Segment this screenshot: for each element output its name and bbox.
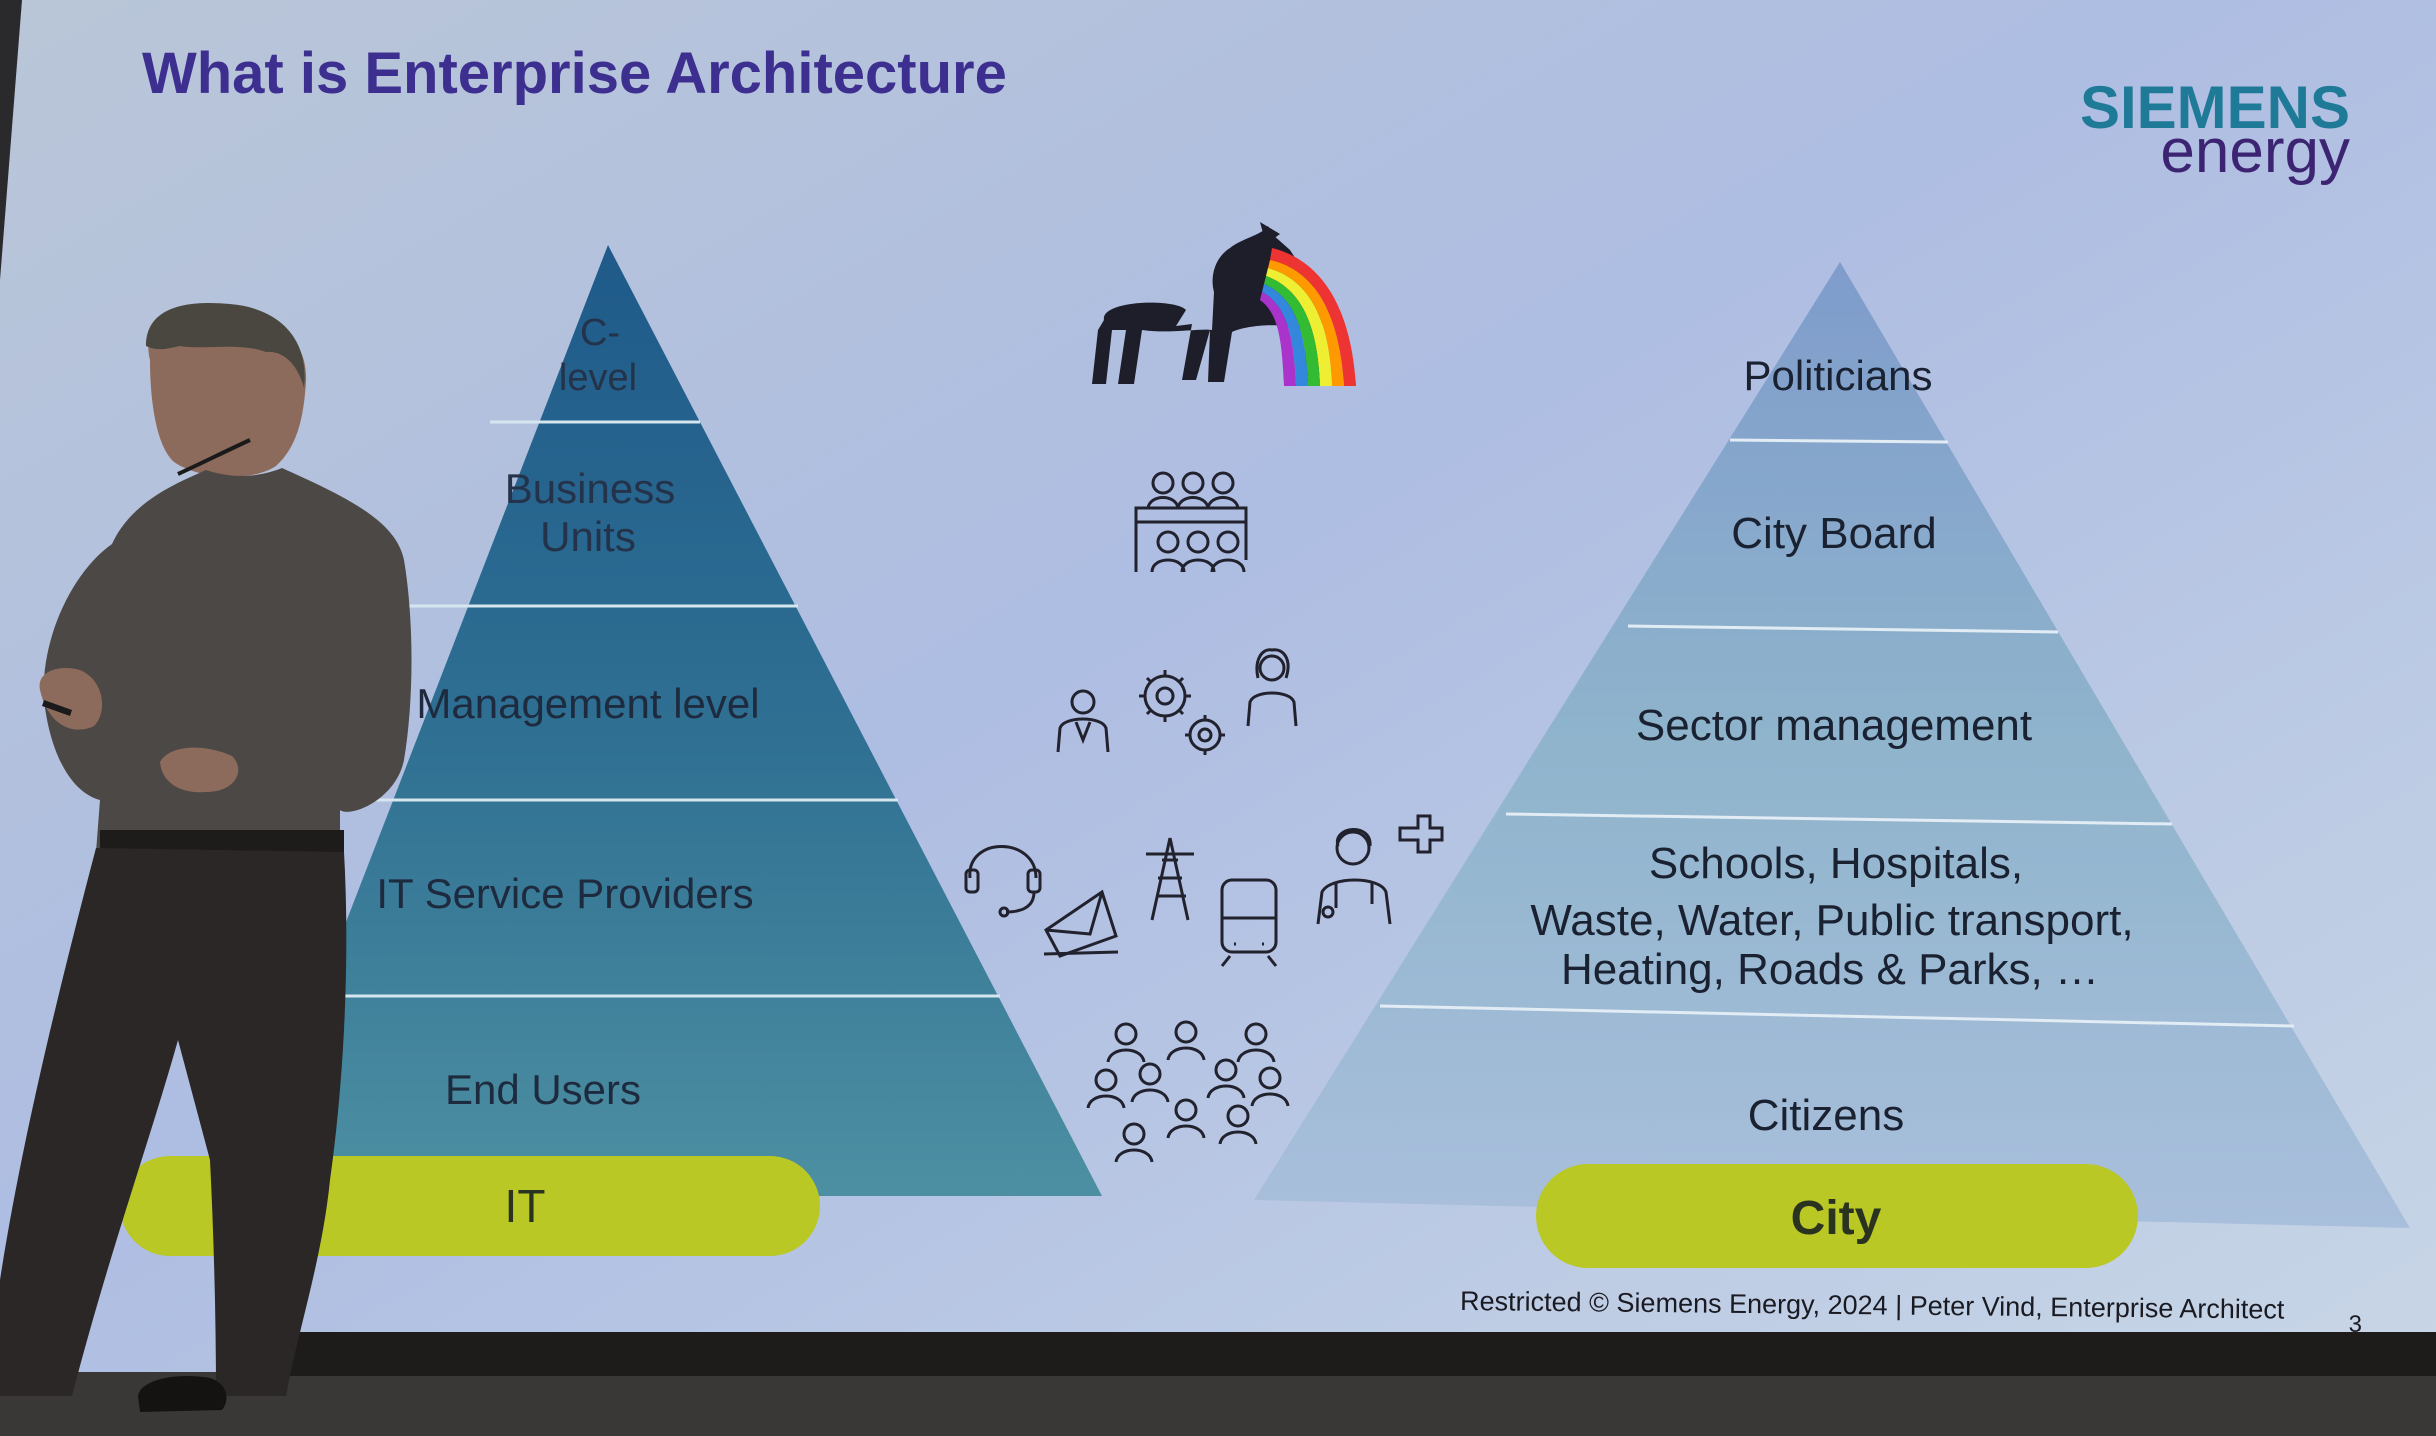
slide-title: What is Enterprise Architecture: [142, 41, 1007, 106]
it-pyramid: C- level Business Units Management level…: [240, 245, 1102, 1196]
logo-siemens: SIEMENS: [2080, 74, 2350, 141]
it-level-1-label: level: [559, 357, 637, 399]
city-pill-label: City: [1791, 1192, 1882, 1245]
siemens-energy-logo: SIEMENS energy: [2080, 74, 2350, 186]
city-level-divider: [1505, 812, 2173, 826]
city-level-2-label: City Board: [1731, 509, 1936, 558]
city-level-divider: [1729, 438, 1949, 444]
it-level-1-label: C-: [580, 312, 620, 354]
presenter-headset-mic: [177, 438, 251, 476]
crowd-icon: [1086, 1020, 1290, 1163]
board-meeting-icon: [1134, 471, 1248, 573]
city-pyramid: Politicians City Board Sector management…: [1254, 262, 2410, 1228]
service-providers-icon: [964, 814, 1444, 967]
presenter-clicker: [42, 700, 72, 716]
managers-gears-icon: [1056, 648, 1298, 755]
presenter-shirt: [43, 468, 412, 870]
presenter-hand: [39, 668, 103, 730]
presenter-hair: [146, 302, 305, 388]
city-level-3-label: Sector management: [1636, 701, 2032, 750]
it-level-2-label: Business: [505, 465, 675, 512]
it-level-4-label: IT Service Providers: [376, 870, 753, 917]
city-level-divider: [1379, 1004, 2295, 1028]
presenter-trousers: [0, 848, 347, 1396]
presenter-hand: [160, 747, 239, 793]
stage-floor: [0, 1372, 2436, 1436]
city-pyramid-shape: [1254, 262, 2410, 1228]
city-level-4-label: Waste, Water, Public transport,: [1530, 896, 2133, 945]
unicorn-rainbow-icon: [1092, 222, 1356, 386]
presenter-shoe: [138, 1376, 227, 1412]
it-pyramid-shape: [240, 245, 1102, 1196]
stage-edge: [260, 1332, 2436, 1376]
it-level-5-label: End Users: [445, 1066, 641, 1113]
city-level-1-label: Politicians: [1743, 352, 1932, 399]
it-level-3-label: Management level: [416, 680, 759, 727]
it-pill-label: IT: [505, 1180, 546, 1232]
it-level-2-label: Units: [540, 513, 636, 560]
presenter-figure: [0, 302, 412, 1412]
city-level-5-label: Citizens: [1748, 1091, 1905, 1140]
city-level-4-label: Heating, Roads & Parks, …: [1561, 945, 2099, 994]
city-pill-shape: [1536, 1164, 2138, 1268]
city-level-divider: [1627, 624, 2059, 634]
slide-page-number: 3: [2349, 1311, 2362, 1338]
city-level-4-label: Schools, Hospitals,: [1649, 839, 2023, 888]
city-pill: City: [1536, 1164, 2138, 1268]
logo-energy: energy: [2160, 117, 2350, 186]
